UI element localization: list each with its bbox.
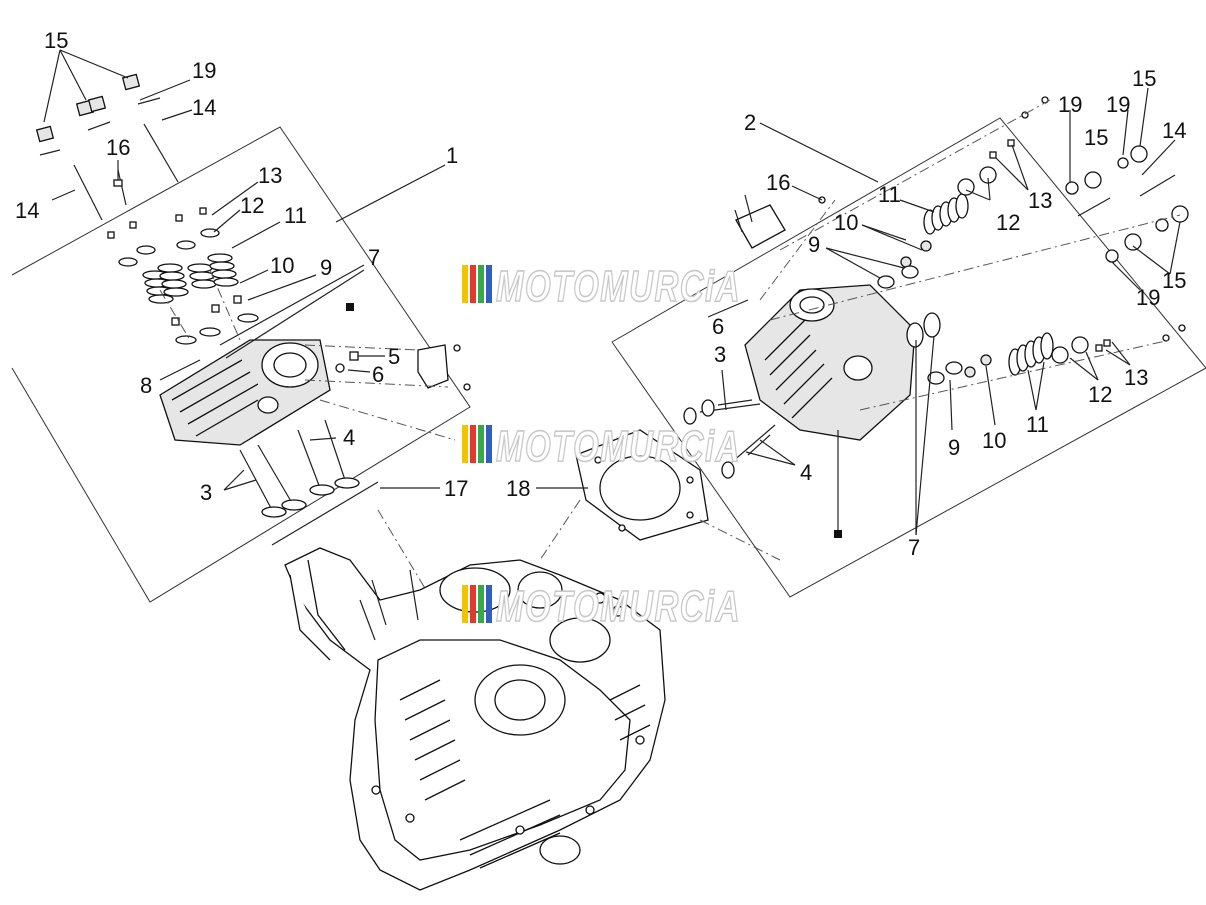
callout-6: 6 (712, 314, 724, 339)
left-head-gasket (271, 481, 379, 546)
callout-15: 15 (1132, 66, 1156, 91)
right-cylinder-head (744, 284, 916, 441)
engine-crankcase (284, 547, 666, 891)
callout-1: 1 (446, 143, 458, 168)
callout-13: 13 (1124, 365, 1148, 390)
callout-10: 10 (270, 253, 294, 278)
callout-9: 9 (320, 255, 332, 280)
left-cylinder-head (159, 339, 331, 446)
right-valves (683, 399, 776, 479)
left-valves (239, 419, 360, 518)
callout-17: 17 (444, 476, 468, 501)
callout-6: 6 (372, 362, 384, 387)
callout-14: 14 (15, 198, 39, 223)
callout-15: 15 (44, 28, 68, 53)
callout-9: 9 (808, 232, 820, 257)
watermark-1: MOTOMURCiA (462, 261, 741, 312)
left-head-group (11, 73, 481, 681)
callout-16: 16 (106, 135, 130, 160)
callout-11: 11 (1026, 412, 1049, 437)
right-head-cover-plate (734, 194, 826, 249)
callout-4: 4 (343, 425, 355, 450)
left-leader-lines (43, 49, 446, 491)
left-head-cover-plate (417, 344, 471, 391)
svg-text:MOTOMURCiA: MOTOMURCiA (496, 262, 741, 311)
callout-11: 11 (878, 182, 901, 207)
left-valve-springs (107, 207, 259, 345)
left-callouts: 1 15 19 14 16 14 13 12 11 10 9 7 5 6 8 4… (15, 28, 468, 505)
callout-16: 16 (766, 170, 790, 195)
center-callouts: 18 (506, 476, 530, 501)
callout-19: 19 (1106, 92, 1130, 117)
callout-8: 8 (140, 373, 152, 398)
watermark-3: MOTOMURCiA (462, 581, 741, 632)
callout-15: 15 (1162, 268, 1186, 293)
callout-10: 10 (982, 428, 1006, 453)
callout-14: 14 (192, 95, 216, 120)
callout-5: 5 (388, 344, 400, 369)
callout-11: 11 (284, 203, 307, 228)
callout-10: 10 (834, 210, 858, 235)
callout-12: 12 (1088, 382, 1112, 407)
callout-12: 12 (996, 210, 1020, 235)
svg-text:MOTOMURCiA: MOTOMURCiA (496, 422, 741, 471)
callout-19: 19 (1136, 285, 1160, 310)
right-head-group (611, 96, 1206, 598)
right-lower-springs (927, 324, 1186, 385)
callout-19: 19 (192, 58, 216, 83)
callout-13: 13 (1028, 188, 1052, 213)
callout-13: 13 (258, 163, 282, 188)
callout-19: 19 (1058, 92, 1082, 117)
callout-14: 14 (1162, 118, 1186, 143)
callout-12: 12 (240, 193, 264, 218)
left-tappets (35, 73, 161, 156)
watermark-2: MOTOMURCiA (462, 421, 741, 472)
right-tappets (1065, 145, 1189, 263)
right-leader-lines (707, 87, 1181, 538)
center-head-gasket (536, 429, 781, 561)
callout-18: 18 (506, 476, 530, 501)
callout-7: 7 (908, 535, 920, 560)
callout-15: 15 (1084, 125, 1108, 150)
right-upper-springs (877, 96, 1049, 289)
callout-3: 3 (714, 342, 726, 367)
callout-7: 7 (368, 245, 380, 270)
svg-text:MOTOMURCiA: MOTOMURCiA (496, 582, 741, 631)
right-callouts: 2 16 11 10 9 12 13 19 19 15 15 14 15 19 … (712, 66, 1186, 560)
callout-2: 2 (744, 110, 756, 135)
callout-3: 3 (200, 480, 212, 505)
callout-9: 9 (948, 435, 960, 460)
callout-4: 4 (800, 460, 812, 485)
